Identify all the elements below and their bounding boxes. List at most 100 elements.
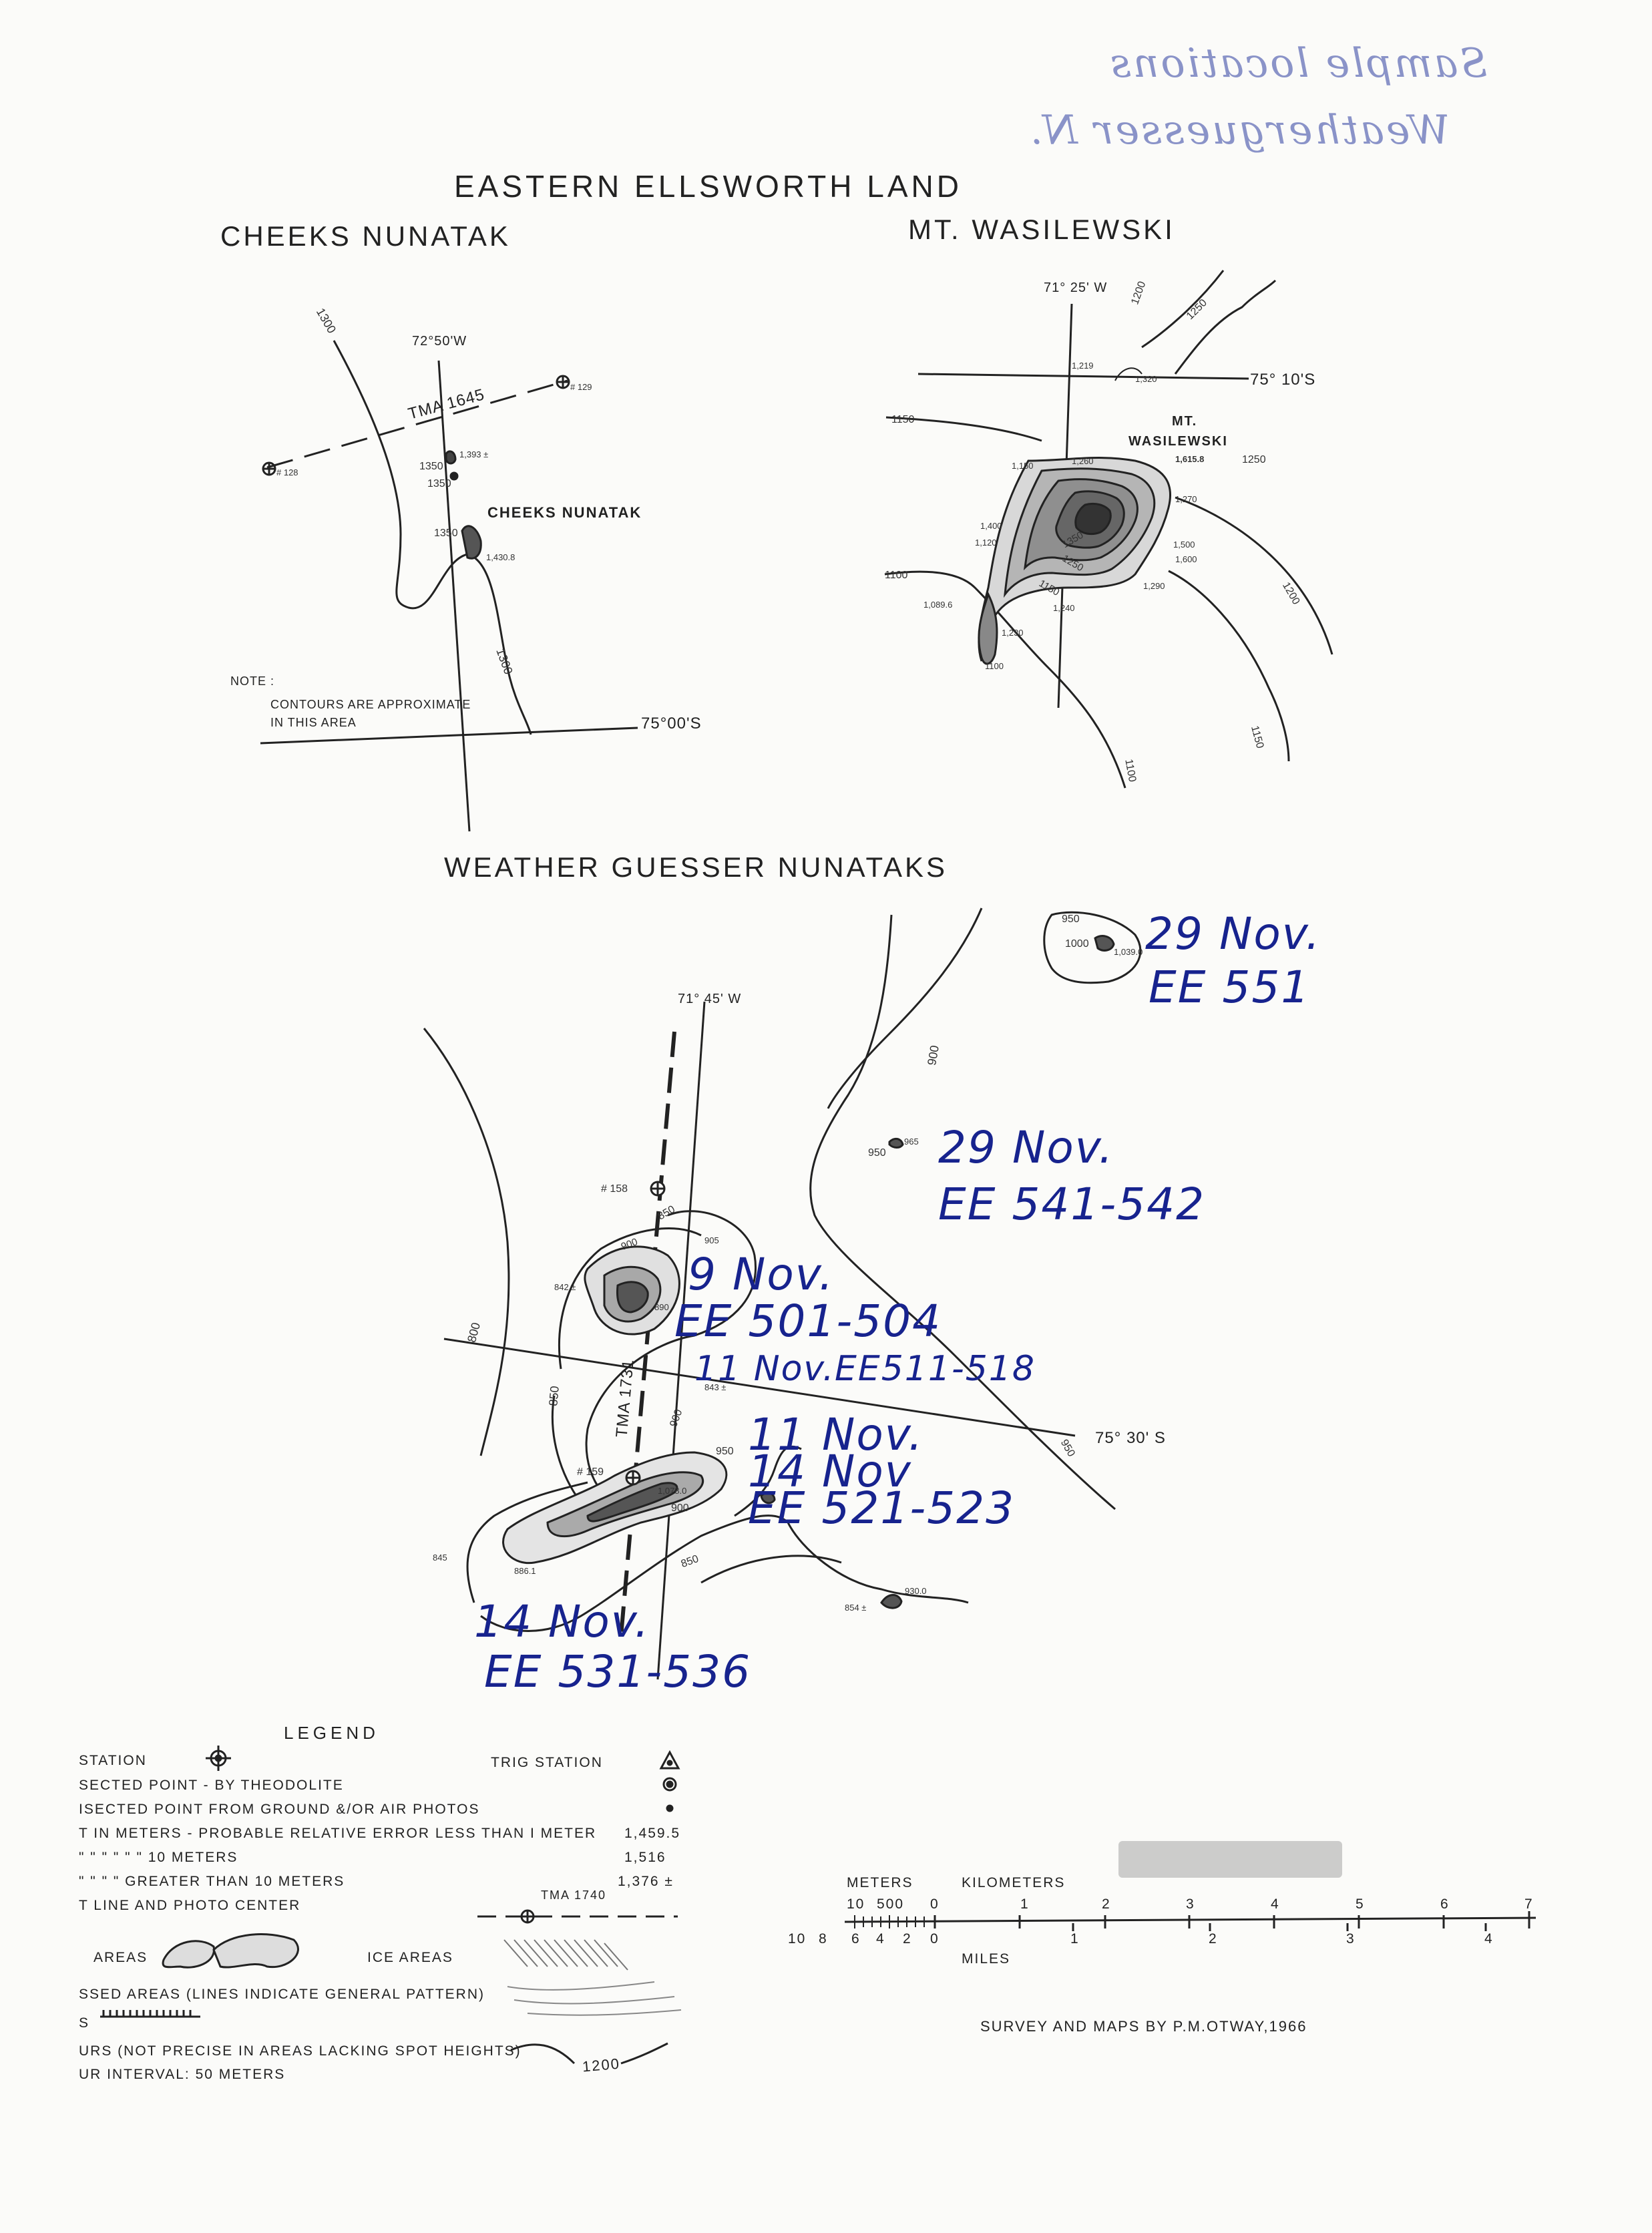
weather-guesser-station-158-icon — [650, 1181, 666, 1197]
scale-mile-small-10: 10 — [788, 1931, 807, 1947]
weather-guesser-heading: WEATHER GUESSER NUNATAKS — [444, 851, 948, 883]
legend-item-height-10m: " " " " " " 10 METERS — [79, 1850, 238, 1865]
wasilewski-spot-1320: 1,320 — [1135, 374, 1157, 384]
cheeks-station-129-icon — [556, 375, 570, 389]
annotation-date-501: 9 Nov. — [688, 1249, 835, 1300]
annotation-date-541: 29 Nov. — [938, 1122, 1114, 1173]
legend-item-rock-areas: AREAS — [93, 1950, 148, 1965]
cheeks-lat: 75°00'S — [641, 715, 702, 733]
wasilewski-contour-1150b: 1150 — [1036, 578, 1062, 598]
wg-contour-950a: 950 — [1062, 914, 1080, 925]
weather-guesser-tma: TMA 1731 — [612, 1358, 638, 1438]
cheeks-contour-1300a: 1300 — [313, 305, 339, 336]
cheeks-station-129: # 129 — [570, 382, 592, 392]
scale-mile-4: 4 — [1484, 1931, 1494, 1947]
cheeks-lon: 72°50'W — [412, 334, 467, 349]
legend-example-1459: 1,459.5 — [624, 1826, 681, 1841]
annotation-date-511: 11 Nov. — [694, 1349, 835, 1389]
wasilewski-spot-1500: 1,500 — [1173, 540, 1195, 550]
scale-km-6: 6 — [1440, 1896, 1450, 1912]
cheeks-station-128-icon — [262, 461, 276, 476]
wg-spot-854: 854 ± — [845, 1603, 867, 1613]
wg-contour-1000: 1000 — [1065, 938, 1089, 950]
scale-mile-2: 2 — [1209, 1931, 1218, 1947]
legend-item-contours: URS (NOT PRECISE IN AREAS LACKING SPOT H… — [79, 2043, 522, 2059]
annotation-ids-521: EE 521-523 — [748, 1482, 1016, 1534]
wasilewski-contour-1250b: 1250 — [1242, 454, 1266, 465]
annotation-ids-511: EE511-518 — [835, 1349, 1036, 1389]
wasilewski-lat: 75° 10'S — [1250, 371, 1316, 389]
smudge — [1118, 1841, 1342, 1878]
wasilewski-spot-1290: 1,290 — [1143, 581, 1165, 591]
wg-contour-950c: 950 — [716, 1446, 734, 1457]
annotation-ids-501: EE 501-504 — [674, 1295, 942, 1347]
wasilewski-spot-1120: 1,120 — [975, 538, 997, 548]
wg-contour-850b: 850 — [546, 1385, 562, 1407]
wg-spot-886: 886.1 — [514, 1566, 536, 1576]
wasilewski-contour-1100b: 1100 — [1122, 758, 1139, 783]
wasilewski-contour-1150c: 1150 — [1249, 725, 1266, 750]
pencil-note-line2: Weatherguesser N. — [1028, 107, 1450, 154]
pencil-note-line1: Sample locations — [1108, 40, 1488, 87]
wasilewski-name-line2: WASILEWSKI — [1128, 434, 1228, 449]
wasilewski-spot-1230: 1,230 — [1002, 628, 1024, 638]
legend-item-interval: UR INTERVAL: 50 METERS — [79, 2067, 286, 2082]
legend-trig-station: TRIG STATION — [491, 1755, 603, 1770]
legend-example-1516: 1,516 — [624, 1850, 666, 1865]
wasilewski-lon: 71° 25' W — [1044, 280, 1108, 295]
cheeks-note-line2: IN THIS AREA — [270, 716, 357, 729]
wg-spot-843: 843 ± — [704, 1382, 727, 1392]
scale-mile-small-6: 6 — [851, 1931, 861, 1947]
wasilewski-spot-1089: 1,089.6 — [923, 600, 953, 610]
scale-km-label: KILOMETERS — [962, 1875, 1066, 1890]
wg-contour-950b: 950 — [868, 1147, 886, 1159]
legend-item-theodolite: SECTED POINT - BY THEODOLITE — [79, 1778, 344, 1793]
cheeks-tma: TMA 1645 — [406, 385, 487, 423]
wasilewski-contour-1200b: 1200 — [1279, 580, 1302, 607]
wg-contour-800: 800 — [464, 1321, 483, 1344]
weather-guesser-lon: 71° 45' W — [678, 992, 742, 1006]
scale-km-7: 7 — [1524, 1896, 1534, 1912]
scale-mile-small-2: 2 — [903, 1931, 912, 1947]
wasilewski-contour-1250a: 1250 — [1184, 297, 1210, 323]
wasilewski-spot-1150: 1,150 — [1012, 461, 1034, 471]
wasilewski-spot-1240: 1,240 — [1053, 603, 1075, 613]
cheeks-contour-1350a: 1350 — [419, 461, 443, 472]
wg-spot-965: 965 — [904, 1137, 919, 1147]
scale-mile-small-0: 0 — [930, 1931, 940, 1947]
cheeks-contour-1350b: 1350 — [427, 478, 451, 489]
legend-item-crevassed: SSED AREAS (LINES INDICATE GENERAL PATTE… — [79, 1987, 485, 2002]
wg-spot-890: 890 — [654, 1302, 669, 1312]
wg-contour-900d: 900 — [671, 1502, 689, 1514]
legend-item-s: S — [79, 2015, 90, 2031]
weather-guesser-lat: 75° 30' S — [1095, 1429, 1166, 1447]
wg-spot-1039: 1,039.0 — [1114, 947, 1143, 957]
annotation-ids-531: EE 531-536 — [484, 1646, 752, 1697]
scale-meter-tick-0: 0 — [930, 1896, 940, 1912]
wg-spot-842: 842 ± — [554, 1282, 576, 1292]
scale-km-1: 1 — [1020, 1896, 1030, 1912]
wasilewski-spot-1219: 1,219 — [1072, 361, 1094, 371]
annotation-date-521a: 11 Nov. — [748, 1409, 924, 1460]
wg-contour-900e: 950 — [1058, 1437, 1077, 1459]
cheeks-contour-1300b: 1300 — [493, 646, 515, 676]
wg-contour-850c: 850 — [679, 1553, 700, 1571]
wasilewski-contour-1250c: 1250 — [1060, 552, 1086, 574]
legend-item-height-gt10m: " " " " GREATER THAN 10 METERS — [79, 1874, 345, 1889]
cheeks-station-128: # 128 — [276, 467, 298, 477]
scale-mile-1: 1 — [1070, 1931, 1080, 1947]
wasilewski-contour-1350: 1350 — [1060, 529, 1086, 551]
wg-spot-1078: 1,078.0 — [658, 1486, 687, 1496]
scale-meter-tick-500: 500 — [877, 1896, 905, 1912]
wasilewski-spot-1600: 1,600 — [1175, 554, 1197, 564]
scale-km-2: 2 — [1102, 1896, 1111, 1912]
scale-km-4: 4 — [1271, 1896, 1280, 1912]
annotation-ids-551: EE 551 — [1149, 962, 1311, 1013]
wg-spot-930: 930.0 — [905, 1586, 927, 1596]
wg-spot-905: 905 — [704, 1235, 719, 1245]
weather-guesser-station-159-icon — [625, 1470, 641, 1486]
cheeks-note-line1: CONTOURS ARE APPROXIMATE — [270, 698, 471, 711]
cheeks-spot-1393: 1,393 ± — [459, 449, 489, 459]
cheeks-name-label: CHEEKS NUNATAK — [487, 504, 642, 521]
map-title: EASTERN ELLSWORTH LAND — [454, 169, 962, 204]
